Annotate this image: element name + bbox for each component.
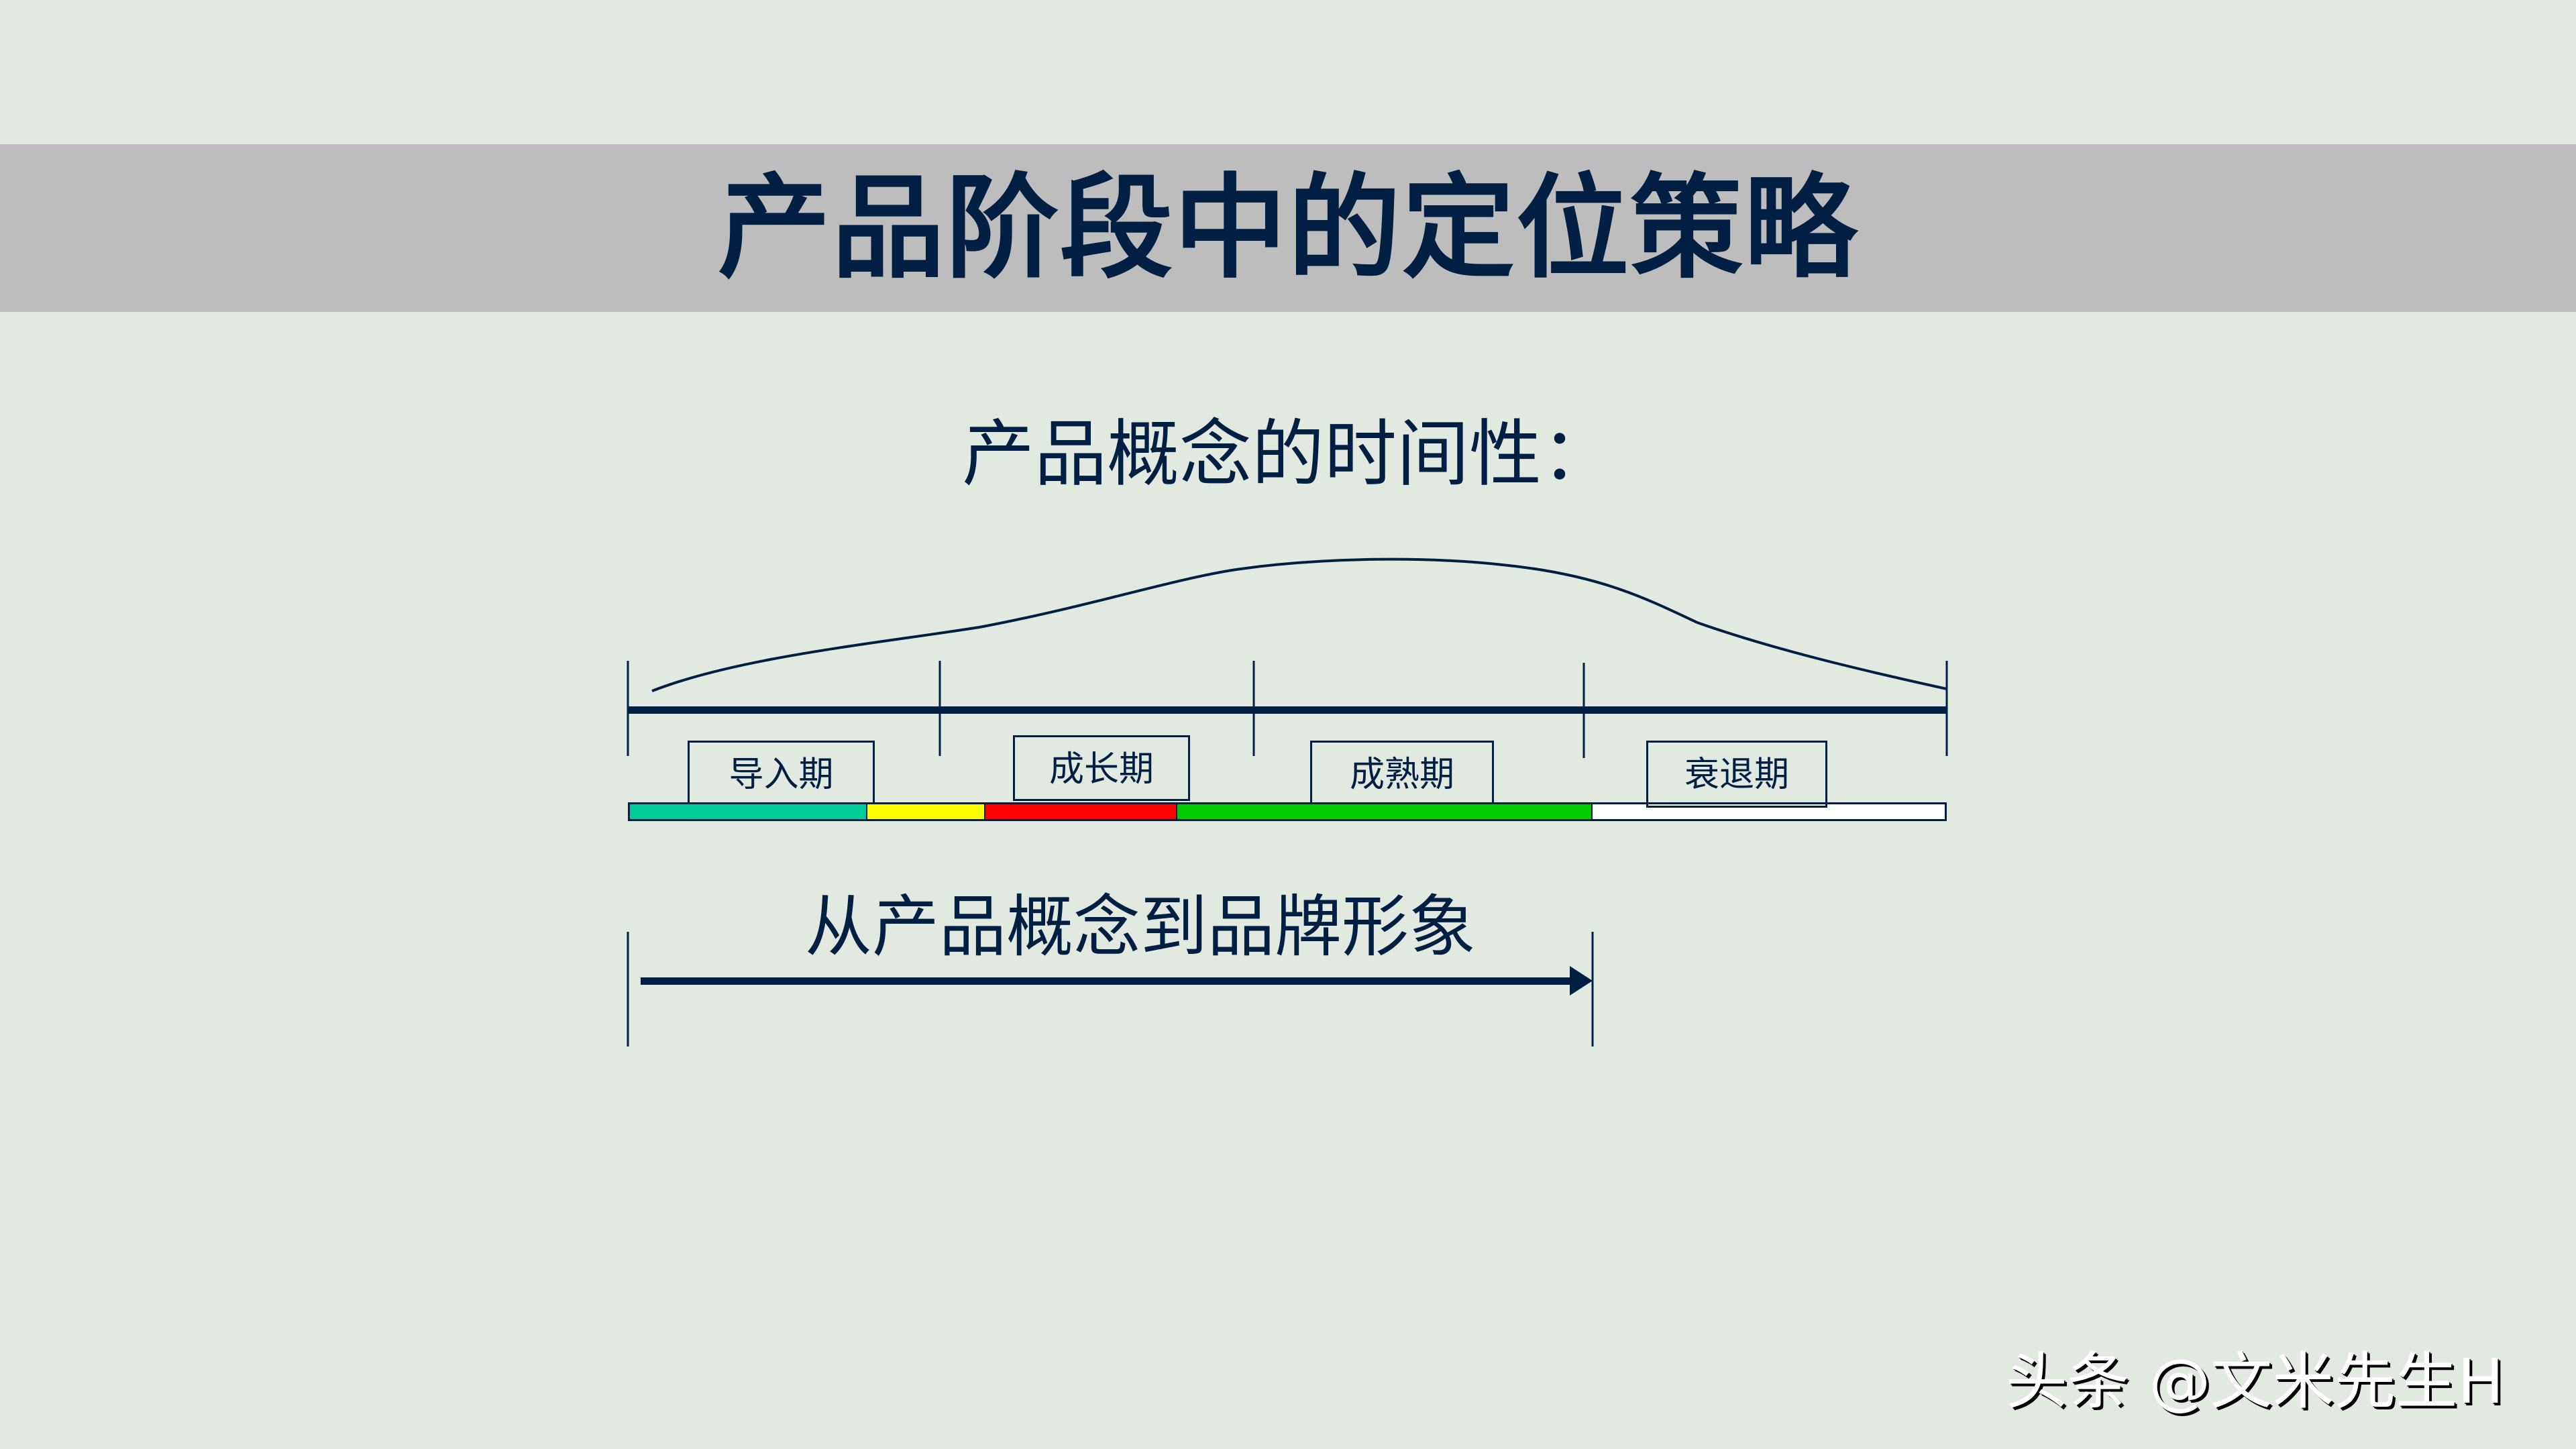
- slide-title: 产品阶段中的定位策略: [718, 162, 1858, 294]
- stage-label-growth: 成长期: [1013, 735, 1190, 801]
- stage-label-text: 成长期: [1049, 749, 1154, 790]
- color-segment-red: [985, 804, 1176, 819]
- slide-subtitle: 产品概念的时间性：: [961, 413, 1614, 496]
- stage-label-text: 导入期: [729, 755, 834, 795]
- stage-label-text: 衰退期: [1684, 755, 1789, 795]
- timeline-axis: [628, 706, 1947, 714]
- lifecycle-curve: [651, 557, 1947, 692]
- title-band: [0, 144, 2576, 312]
- color-segment-white: [1593, 804, 1945, 819]
- color-segment-green: [1177, 804, 1591, 819]
- color-segment-intro: [630, 804, 866, 819]
- stage-color-bar: [628, 802, 1947, 821]
- arrow-head-icon: [1570, 966, 1593, 996]
- watermark: 头条 @文米先生H: [2006, 1346, 2504, 1417]
- stage-label-text: 成熟期: [1349, 755, 1454, 795]
- color-segment-yellow: [867, 804, 984, 819]
- stage-label-maturity: 成熟期: [1310, 741, 1494, 802]
- stage-label-intro: 导入期: [688, 741, 875, 802]
- brand-arrow-shaft: [641, 977, 1573, 985]
- stage-label-decline: 衰退期: [1646, 741, 1827, 808]
- brand-arrow-label: 从产品概念到品牌形象: [805, 888, 1476, 966]
